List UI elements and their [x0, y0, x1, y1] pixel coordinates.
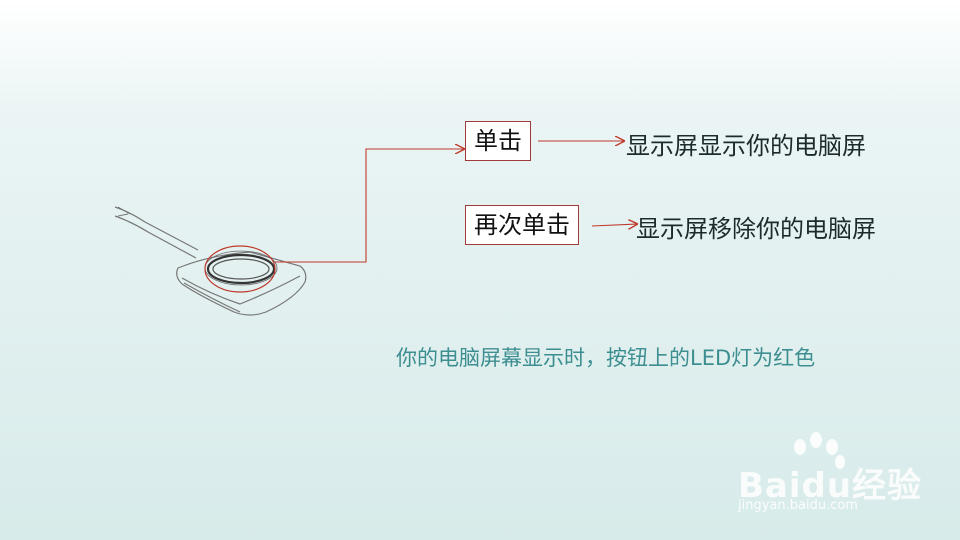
single-click-label: 单击 — [465, 121, 531, 161]
baidu-paw-icon — [794, 432, 845, 469]
double-click-label: 再次单击 — [465, 205, 579, 245]
led-caption: 你的电脑屏幕显示时，按钮上的LED灯为红色 — [396, 346, 816, 370]
button-device-icon — [114, 206, 307, 316]
button-highlight-circle — [204, 245, 276, 293]
double-click-result: 显示屏移除你的电脑屏 — [636, 215, 876, 243]
watermark-logo: Baidu经验 — [738, 466, 923, 506]
watermark-url: jingyan.baidu.com — [738, 498, 858, 513]
connector-line — [275, 149, 464, 263]
arrow-double-click — [591, 224, 637, 226]
single-click-result: 显示屏显示你的电脑屏 — [626, 132, 866, 160]
baidu-watermark: Baidu经验 jingyan.baidu.com — [730, 432, 923, 522]
